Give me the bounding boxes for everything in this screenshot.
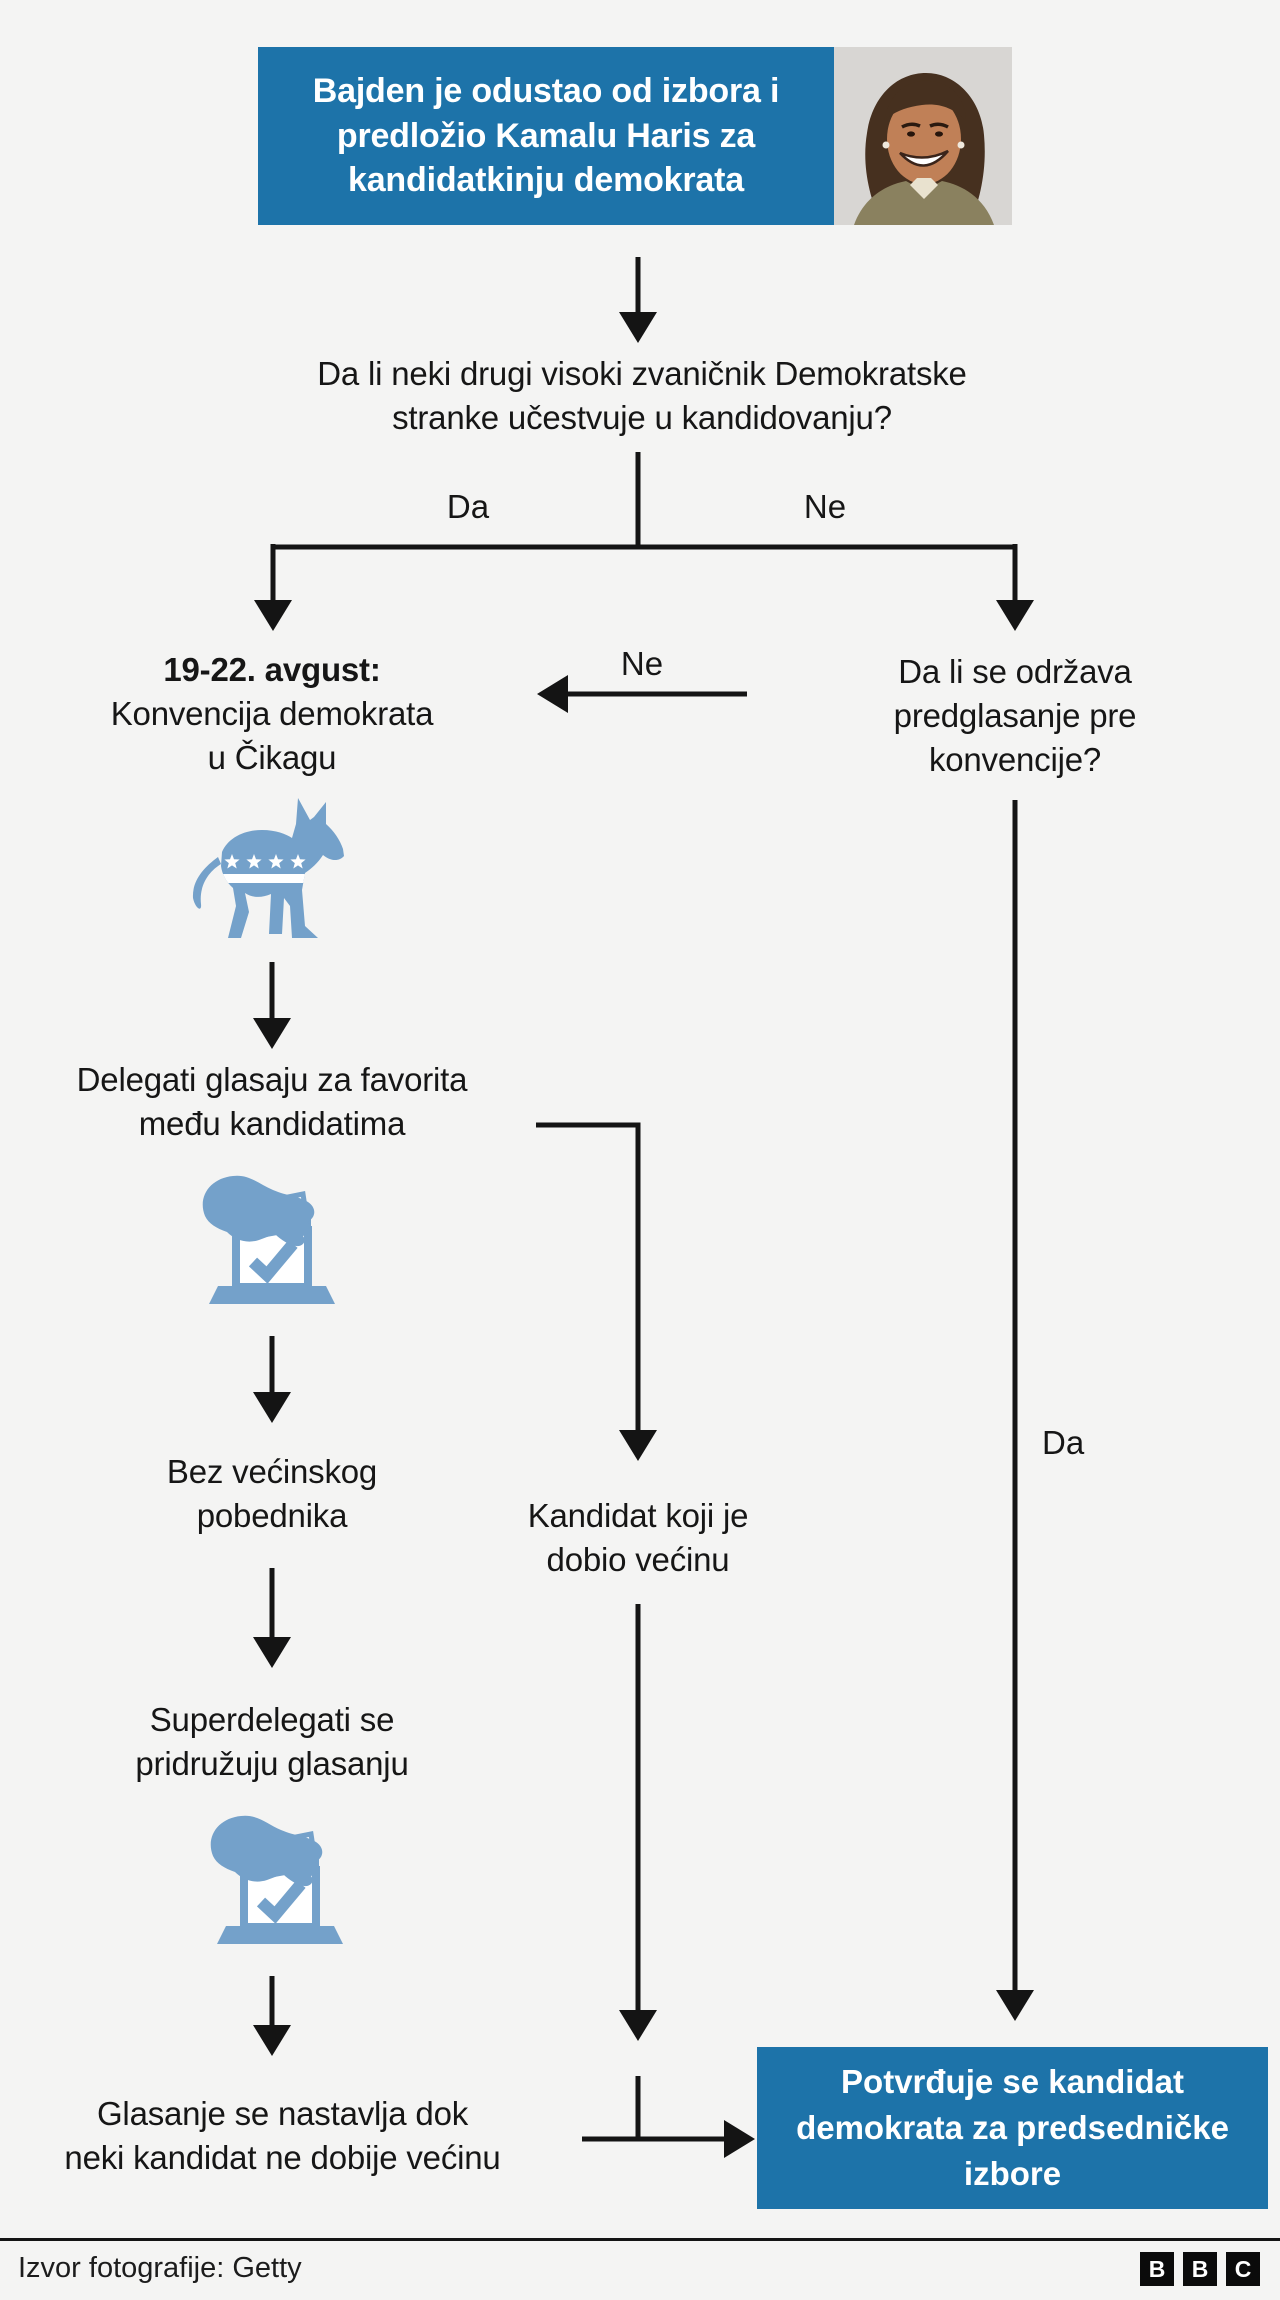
- header-banner: Bajden je odustao od izbora i predložio …: [258, 47, 1012, 225]
- bbc-logo-block: C: [1226, 2252, 1260, 2286]
- node-no-majority: Bez većinskog pobednika: [166, 1453, 378, 1534]
- ne-arrow-label: Ne: [620, 645, 664, 682]
- arrow-delegates-to-majority: [536, 1122, 657, 1461]
- democratic-donkey-icon: [192, 786, 352, 954]
- ballot-box-icon: [205, 1810, 355, 1950]
- branch-label-da: Da: [446, 488, 490, 525]
- question-other-candidate: Da li neki drugi visoki zvaničnik Demokr…: [317, 355, 967, 436]
- node-superdelegates: Superdelegati se pridružuju glasanju: [135, 1701, 409, 1782]
- question-pre-vote: Da li se održava predglasanje pre konven…: [893, 653, 1137, 778]
- branch-label-ne: Ne: [803, 488, 847, 525]
- bbc-logo: B B C: [1140, 2252, 1260, 2286]
- footer-divider: [0, 2238, 1280, 2241]
- ballot-box-icon: [197, 1170, 347, 1310]
- arrow-q2-to-convention: [537, 675, 747, 713]
- bbc-logo-block: B: [1140, 2252, 1174, 2286]
- header-title: Bajden je odustao od izbora i predložio …: [258, 47, 834, 225]
- arrow-ballot-to-voting-continues: [253, 1976, 291, 2056]
- header-title-line: kandidatkinju demokrata: [348, 161, 744, 200]
- arrow-donkey-to-delegates: [253, 962, 291, 1049]
- branch-q1: [254, 452, 1034, 631]
- arrow-majority-to-junction: [619, 1604, 657, 2041]
- final-result-box: Potvrđuje se kandidat demokrata za preds…: [757, 2047, 1268, 2209]
- node-delegates-vote: Delegati glasaju za favorita među kandid…: [76, 1061, 468, 1142]
- node-voting-continues: Glasanje se nastavlja dok neki kandidat …: [64, 2095, 501, 2176]
- da-arrow-label: Da: [1042, 1424, 1085, 1461]
- arrow-q2-to-final: [996, 800, 1034, 2021]
- photo-source-credit: Izvor fotografije: Getty: [18, 2252, 302, 2284]
- header-title-line: Bajden je odustao od izbora: [312, 71, 761, 110]
- arrow-ballot-to-no-majority: [253, 1336, 291, 1423]
- arrow-junction-to-final: [582, 2076, 755, 2158]
- arrow-no-majority-to-superdelegates: [253, 1568, 291, 1668]
- node-convention: 19-22. avgust: Konvencija demokrata u Či…: [110, 651, 434, 776]
- kamala-harris-photo: [834, 47, 1012, 225]
- node-majority-candidate: Kandidat koji je dobio većinu: [527, 1497, 749, 1578]
- arrow-header-to-q1: [619, 257, 657, 343]
- header-title-line: i predložio Kamalu Haris za: [336, 71, 780, 155]
- kamala-harris-portrait-illustration: [834, 47, 1012, 225]
- bbc-logo-block: B: [1183, 2252, 1217, 2286]
